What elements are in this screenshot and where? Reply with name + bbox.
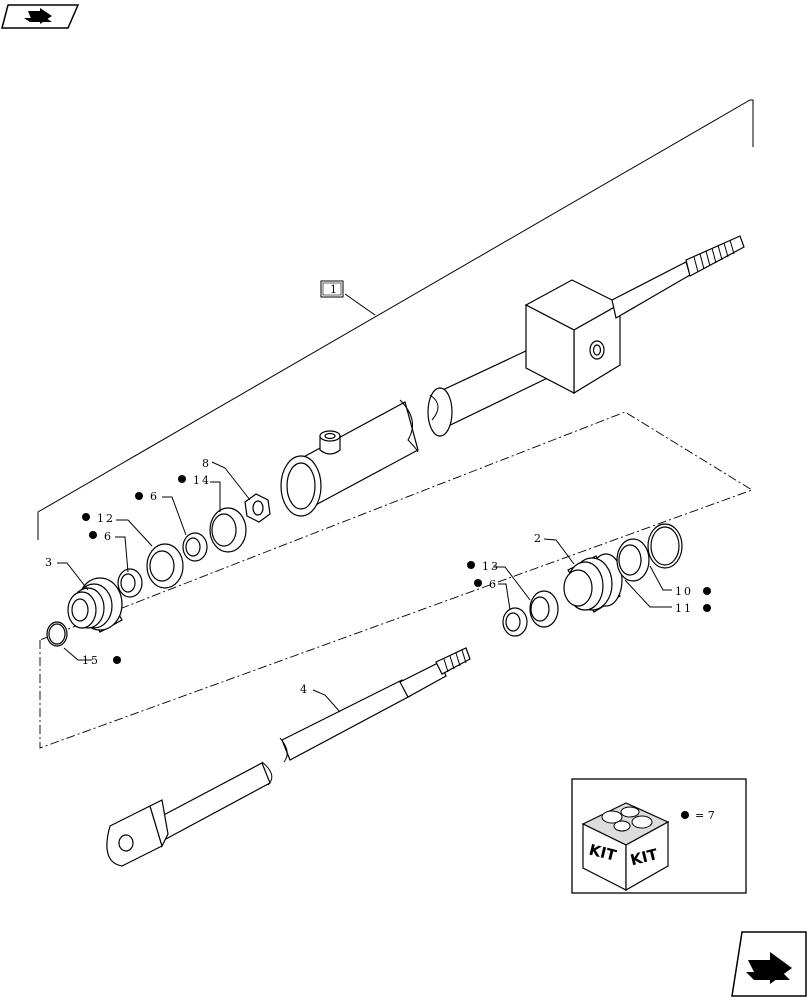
piston-rod-4 (106, 647, 471, 867)
assembly-bracket (37, 99, 754, 540)
hex-nut (244, 493, 271, 523)
barrel-port (319, 430, 341, 455)
callout-8-label: 8 (202, 457, 211, 470)
callout-6a-label: 6 (150, 490, 159, 503)
kit-box-icon: KIT KIT (581, 802, 670, 892)
kit-dot-6b (89, 531, 97, 539)
rear-threaded-rod (611, 235, 745, 319)
callout-10-label: 10 (675, 585, 693, 598)
legend-equals: = 7 (695, 809, 715, 822)
o-ring-15 (46, 621, 68, 647)
kit-dot-6a (135, 492, 143, 500)
callout-15-label: 15 (82, 654, 100, 667)
kit-dot-legend (681, 811, 689, 819)
wear-ring-14 (209, 507, 247, 553)
kit-dot-12 (82, 513, 90, 521)
backup-ring-6-right (502, 607, 528, 637)
o-ring-10 (647, 523, 683, 569)
kit-dot-11 (703, 604, 711, 612)
kit-dot-6c (474, 579, 482, 587)
kit-legend: KIT KIT = 7 (571, 778, 747, 894)
callout-14-label: 14 (193, 474, 211, 487)
mounting-block (524, 279, 622, 395)
callout-6c-label: 6 (489, 578, 498, 591)
kit-group-outline (39, 411, 754, 749)
next-page-arrow-icon[interactable] (731, 931, 807, 997)
book-arrow-icon[interactable] (1, 4, 80, 29)
rod-seal-11 (616, 538, 650, 582)
backup-ring-6-left (117, 568, 143, 598)
callout-11-label: 11 (675, 602, 693, 615)
kit-dot-14 (178, 475, 186, 483)
wiper-13 (529, 590, 559, 628)
piston-seal-12 (146, 543, 184, 589)
backup-ring-6-upper (182, 532, 208, 562)
callout-13-label: 13 (482, 560, 500, 573)
callout-12-label: 12 (97, 512, 115, 525)
gland-2 (563, 553, 623, 613)
kit-dot-10 (703, 587, 711, 595)
kit-dot-15 (113, 656, 121, 664)
leader-lines (57, 461, 672, 713)
callout-3-label: 3 (45, 556, 54, 569)
callout-2-label: 2 (534, 532, 543, 545)
cylinder-barrel-front (280, 399, 419, 517)
callout-6b-label: 6 (104, 530, 113, 543)
kit-dot-13 (467, 561, 475, 569)
callout-1: 1 (320, 280, 344, 298)
piston-3 (67, 577, 123, 633)
callout-1-label: 1 (330, 283, 339, 296)
callout-4-label: 4 (300, 683, 309, 696)
